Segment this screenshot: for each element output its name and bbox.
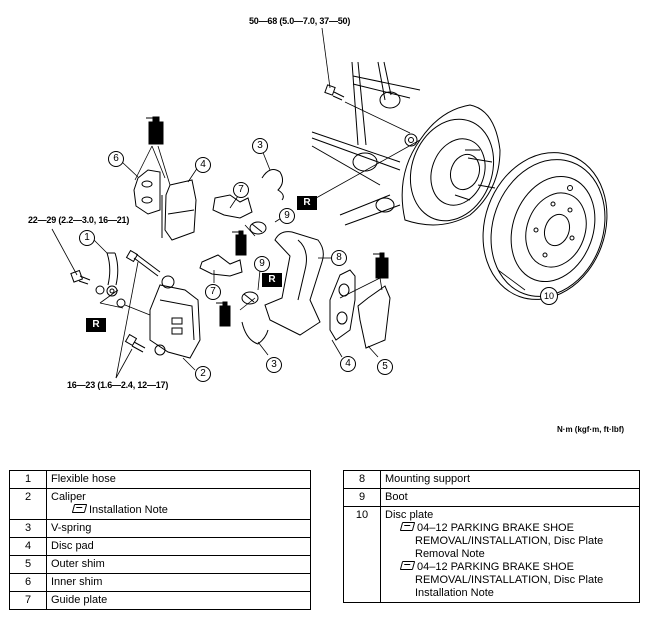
part-number: 9 bbox=[343, 488, 381, 507]
part-number: 3 bbox=[9, 519, 47, 538]
part-name: V-spring bbox=[51, 522, 92, 534]
callout-9-upper: 9 bbox=[279, 208, 295, 224]
part-name: Guide plate bbox=[51, 594, 108, 606]
reference-note-text: Installation Note bbox=[89, 504, 168, 516]
flexible-hose bbox=[106, 252, 119, 297]
callout-1: 1 bbox=[79, 230, 95, 246]
callout-6: 6 bbox=[108, 151, 124, 167]
reference-note-text: 04–12 PARKING BRAKE SHOE REMOVAL/INSTALL… bbox=[415, 522, 604, 560]
part-number: 10 bbox=[343, 506, 381, 603]
grease-tube-icon bbox=[373, 252, 389, 279]
diagram-drawing bbox=[51, 27, 608, 379]
part-name: Boot bbox=[385, 491, 408, 503]
rear-hub-knuckle bbox=[311, 61, 501, 226]
callout-5: 5 bbox=[377, 359, 393, 375]
grease-tube-icon bbox=[216, 301, 231, 327]
part-number: 2 bbox=[9, 488, 47, 520]
part-description-cell: Boot bbox=[380, 488, 640, 507]
mounting-support bbox=[264, 231, 324, 336]
reference-note-icon bbox=[399, 561, 416, 570]
disc-plate bbox=[482, 152, 608, 300]
parts-table-row: 3 V-spring bbox=[9, 519, 311, 538]
replace-part-badge: R bbox=[86, 318, 106, 332]
parts-table-row: 4 Disc pad bbox=[9, 537, 311, 556]
parts-table-row: 6 Inner shim bbox=[9, 573, 311, 592]
callout-3-upper: 3 bbox=[252, 138, 268, 154]
callout-4-lower: 4 bbox=[340, 356, 356, 372]
part-description-cell: Mounting support bbox=[380, 470, 640, 489]
torque-spec-hose-bolt: 22—29 (2.2—3.0, 16—21) bbox=[28, 215, 130, 225]
v-spring-lower bbox=[241, 321, 269, 345]
part-name: Outer shim bbox=[51, 558, 105, 570]
torque-spec-hub-bolt: 50—68 (5.0—7.0, 37—50) bbox=[249, 16, 351, 26]
parts-table-row: 8 Mounting support bbox=[343, 470, 640, 489]
part-number: 4 bbox=[9, 537, 47, 556]
hub-bolt bbox=[324, 84, 345, 101]
hose-bolt bbox=[70, 269, 91, 285]
part-description-cell: Inner shim bbox=[46, 573, 311, 592]
guide-plate-upper bbox=[212, 194, 253, 219]
replace-part-badge: R bbox=[297, 196, 317, 210]
parts-table-row: 5 Outer shim bbox=[9, 555, 311, 574]
v-spring-upper bbox=[261, 169, 284, 201]
part-name: Mounting support bbox=[385, 473, 470, 485]
callout-4-upper: 4 bbox=[195, 157, 211, 173]
reference-note-link[interactable]: Installation Note bbox=[51, 504, 306, 517]
parts-table-row: 1 Flexible hose bbox=[9, 470, 311, 489]
part-number: 6 bbox=[9, 573, 47, 592]
reference-note-link[interactable]: 04–12 PARKING BRAKE SHOE REMOVAL/INSTALL… bbox=[385, 561, 625, 600]
part-name: Caliper bbox=[51, 491, 86, 503]
boot-lower bbox=[241, 291, 259, 305]
callout-2: 2 bbox=[195, 366, 211, 382]
part-number: 5 bbox=[9, 555, 47, 574]
part-number: 8 bbox=[343, 470, 381, 489]
part-name: Disc plate bbox=[385, 509, 434, 521]
callout-10: 10 bbox=[540, 287, 558, 305]
part-description-cell: Disc pad bbox=[46, 537, 311, 556]
part-number: 7 bbox=[9, 591, 47, 610]
part-name: Disc pad bbox=[51, 540, 94, 552]
callout-3-lower: 3 bbox=[266, 357, 282, 373]
washer bbox=[95, 285, 105, 295]
parts-table-row: 7 Guide plate bbox=[9, 591, 311, 610]
part-name: Inner shim bbox=[51, 576, 103, 588]
inner-shim bbox=[133, 169, 161, 215]
reference-note-link[interactable]: 04–12 PARKING BRAKE SHOE REMOVAL/INSTALL… bbox=[385, 522, 625, 561]
torque-spec-caliper-bolt: 16—23 (1.6—2.4, 12—17) bbox=[67, 380, 169, 390]
exploded-view-diagram: 50—68 (5.0—7.0, 37—50) 22—29 (2.2—3.0, 1… bbox=[28, 16, 625, 434]
reference-note-icon bbox=[71, 504, 88, 513]
leader-lines bbox=[51, 27, 526, 379]
disc-pad-outer bbox=[329, 269, 356, 341]
caliper bbox=[124, 249, 201, 359]
washer bbox=[116, 298, 126, 308]
boot-upper bbox=[249, 221, 267, 235]
replace-part-badge: R bbox=[262, 273, 282, 287]
guide-plate-lower bbox=[199, 254, 243, 277]
part-number: 1 bbox=[9, 470, 47, 489]
callout-9-lower: 9 bbox=[254, 256, 270, 272]
part-description-cell: V-spring bbox=[46, 519, 311, 538]
callout-8: 8 bbox=[331, 250, 347, 266]
part-name: Flexible hose bbox=[51, 473, 116, 485]
callout-7-lower: 7 bbox=[205, 284, 221, 300]
part-description-cell: Guide plate bbox=[46, 591, 311, 610]
parts-table-row: 9 Boot bbox=[343, 488, 640, 507]
outer-shim bbox=[357, 285, 391, 349]
part-description-cell: Flexible hose bbox=[46, 470, 311, 489]
torque-units-label: N·m (kgf·m, ft·lbf) bbox=[557, 425, 625, 434]
reference-note-text: 04–12 PARKING BRAKE SHOE REMOVAL/INSTALL… bbox=[415, 561, 604, 599]
part-description-cell: Outer shim bbox=[46, 555, 311, 574]
grease-tube-icon bbox=[232, 230, 247, 256]
reference-note-icon bbox=[399, 522, 416, 531]
disc-pad-inner bbox=[161, 179, 197, 241]
grease-tube-icon bbox=[146, 116, 164, 145]
callout-7-upper: 7 bbox=[233, 182, 249, 198]
